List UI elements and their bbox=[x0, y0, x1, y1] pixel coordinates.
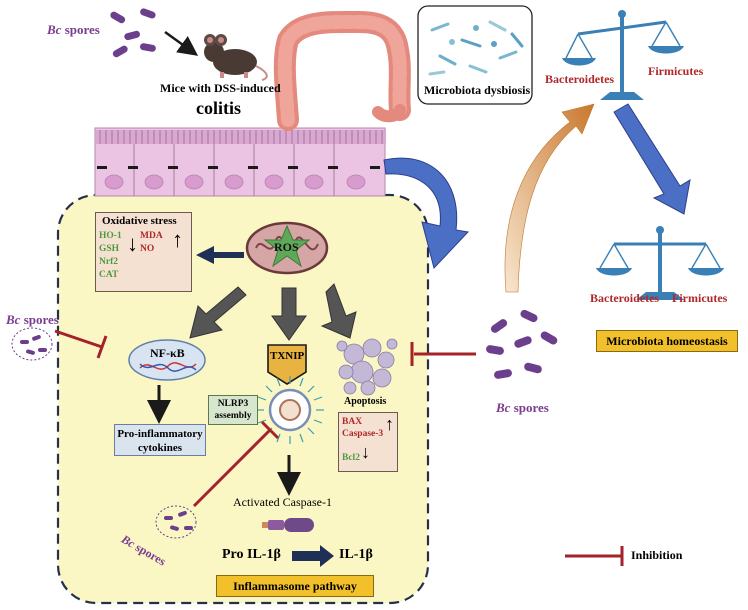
apoptosis-markers-box: BAX Caspase-3 ↑ Bcl2 ↓ bbox=[338, 412, 398, 472]
epithelium-layer bbox=[94, 127, 386, 197]
nfkb-node bbox=[128, 339, 206, 381]
apoptosis-down-0: Bcl2 bbox=[342, 453, 360, 463]
txnip-node bbox=[267, 344, 307, 385]
mice-label: Mice with DSS-induced bbox=[160, 81, 281, 95]
spores-label-right-rest: spores bbox=[510, 400, 549, 415]
apoptosis-label: Apoptosis bbox=[344, 396, 387, 407]
legend-inhibition-label: Inhibition bbox=[631, 548, 683, 562]
oxidative-stress-box: Oxidative stress HO-1 GSH Nrf2 CAT ↓ MDA… bbox=[95, 212, 192, 292]
arrow-to-balance bbox=[504, 103, 595, 293]
colitis-label: colitis bbox=[196, 98, 241, 118]
spore-cluster-bottom bbox=[155, 505, 197, 539]
balance-scale-bottom bbox=[596, 226, 724, 300]
cytokines-box: Pro-inflammatory cytokines bbox=[114, 424, 206, 456]
mouse-illustration bbox=[204, 34, 268, 81]
apoptosis-cell bbox=[336, 338, 398, 396]
balance-scale-top bbox=[562, 10, 684, 100]
spores-label-top: Bc spores bbox=[47, 22, 100, 38]
oxidative-up-0: MDA bbox=[140, 231, 163, 241]
inflammasome-ring bbox=[256, 376, 324, 444]
oxidative-stress-title: Oxidative stress bbox=[102, 215, 177, 227]
oxidative-down-2: Nrf2 bbox=[99, 257, 118, 267]
oxidative-up-1: NO bbox=[140, 244, 155, 254]
colon-illustration bbox=[273, 10, 411, 131]
inhibition-left-bar bbox=[96, 335, 108, 359]
ros-mitochondrion bbox=[245, 221, 329, 275]
homeostasis-box: Microbiota homeostasis bbox=[596, 330, 738, 352]
arrow-ros-to-stress bbox=[196, 246, 244, 264]
bottom-firmicutes-label: Firmicutes bbox=[672, 291, 728, 305]
arrow-spores-to-mouse bbox=[164, 30, 199, 56]
spore-cluster-right bbox=[486, 309, 558, 379]
dysbiosis-label: Microbiota dysbiosis bbox=[424, 83, 531, 97]
spores-label-left-rest: spores bbox=[20, 312, 59, 327]
oxidative-up-arrow: ↑ bbox=[172, 227, 183, 252]
nlrp3-box: NLRP3 assembly bbox=[208, 395, 258, 425]
oxidative-down-3: CAT bbox=[99, 270, 119, 280]
spore-cluster-top bbox=[110, 8, 156, 58]
caspase1-molecule bbox=[262, 518, 314, 532]
spores-label-top-bc: Bc bbox=[47, 22, 62, 37]
inflammasome-pathway-box: Inflammasome pathway bbox=[216, 575, 374, 597]
top-bacteroidetes-label: Bacteroidetes bbox=[545, 72, 615, 86]
il1b-label: IL-1β bbox=[339, 547, 373, 562]
arrow-to-homeostasis bbox=[613, 103, 691, 215]
arrow-pro-to-il1b bbox=[292, 545, 334, 567]
top-firmicutes-label: Firmicutes bbox=[648, 64, 704, 78]
nfkb-label: NF-κB bbox=[150, 346, 185, 360]
bottom-bacteroidetes-label: Bacteroidetes bbox=[590, 291, 660, 305]
inhibition-left bbox=[54, 329, 103, 349]
caspase-label: Activated Caspase-1 bbox=[233, 495, 332, 509]
spores-label-right-bc: Bc bbox=[496, 400, 511, 415]
arrow-epithelium-to-cells bbox=[383, 157, 470, 269]
spores-label-right: Bc spores bbox=[496, 400, 549, 416]
ros-output-arrows bbox=[189, 283, 357, 341]
apoptosis-up-1: Caspase-3 bbox=[342, 429, 384, 439]
inhibition-bottom-bar bbox=[260, 420, 280, 440]
spores-label-left-bc: Bc bbox=[6, 312, 21, 327]
apoptosis-down-arrow: ↓ bbox=[361, 442, 370, 462]
dysbiosis-microbes bbox=[428, 20, 524, 76]
oxidative-down-arrow: ↓ bbox=[127, 231, 138, 256]
pro-il1b-label: Pro IL-1β bbox=[222, 547, 281, 562]
ros-label: ROS bbox=[274, 240, 299, 254]
oxidative-down-0: HO-1 bbox=[99, 231, 122, 241]
apoptosis-up-0: BAX bbox=[342, 417, 363, 427]
spores-label-left: Bc spores bbox=[6, 312, 59, 328]
inhibition-bottom bbox=[192, 428, 272, 508]
spore-cluster-left bbox=[11, 327, 53, 361]
txnip-label: TXNIP bbox=[270, 350, 305, 362]
oxidative-down-1: GSH bbox=[99, 244, 120, 254]
apoptosis-up-arrow: ↑ bbox=[385, 414, 394, 434]
spores-label-top-rest: spores bbox=[61, 22, 100, 37]
